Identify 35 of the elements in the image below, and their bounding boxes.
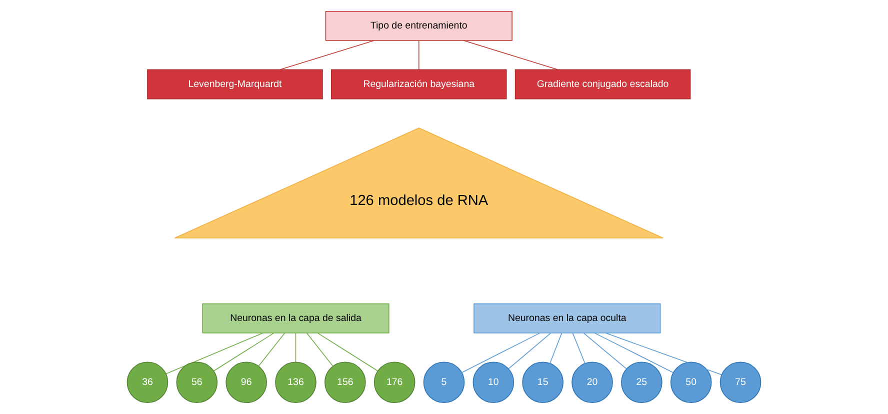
connector [418,40,420,70]
connector [583,332,627,370]
connector [306,332,334,366]
node-circle: 50 [670,362,712,404]
node-box: Regularización bayesiana [330,69,507,100]
connector [508,332,552,370]
node-circle: 96 [226,362,267,404]
connector [605,332,722,376]
node-circle: 56 [176,362,218,404]
node-box: Neuronas en la capa de salida [202,303,390,334]
connector [295,332,296,362]
node-circle: 20 [572,362,613,404]
node-circle: 5 [423,362,465,404]
node-circle: 75 [720,362,762,404]
node-box: Levenberg-Marquardt [147,69,323,100]
connector [317,332,378,372]
node-box: Tipo de entrenamiento [325,10,512,41]
node-box: Gradiente conjugado escalado [514,69,691,100]
connector [258,332,286,366]
node-circle: 10 [472,362,514,404]
node-circle: 156 [324,362,366,404]
node-circle: 36 [126,362,168,404]
node-circle: 176 [374,362,416,404]
connector [550,332,562,364]
connector [572,332,586,364]
connector [463,40,558,70]
node-circle: 15 [522,362,564,404]
connector [280,40,375,70]
connector [213,332,274,372]
node-circle: 25 [621,362,662,404]
connector [594,332,674,373]
connector [461,332,540,373]
node-box: Neuronas en la capa oculta [474,303,661,334]
node-circle: 136 [275,362,316,404]
connector [165,332,264,374]
